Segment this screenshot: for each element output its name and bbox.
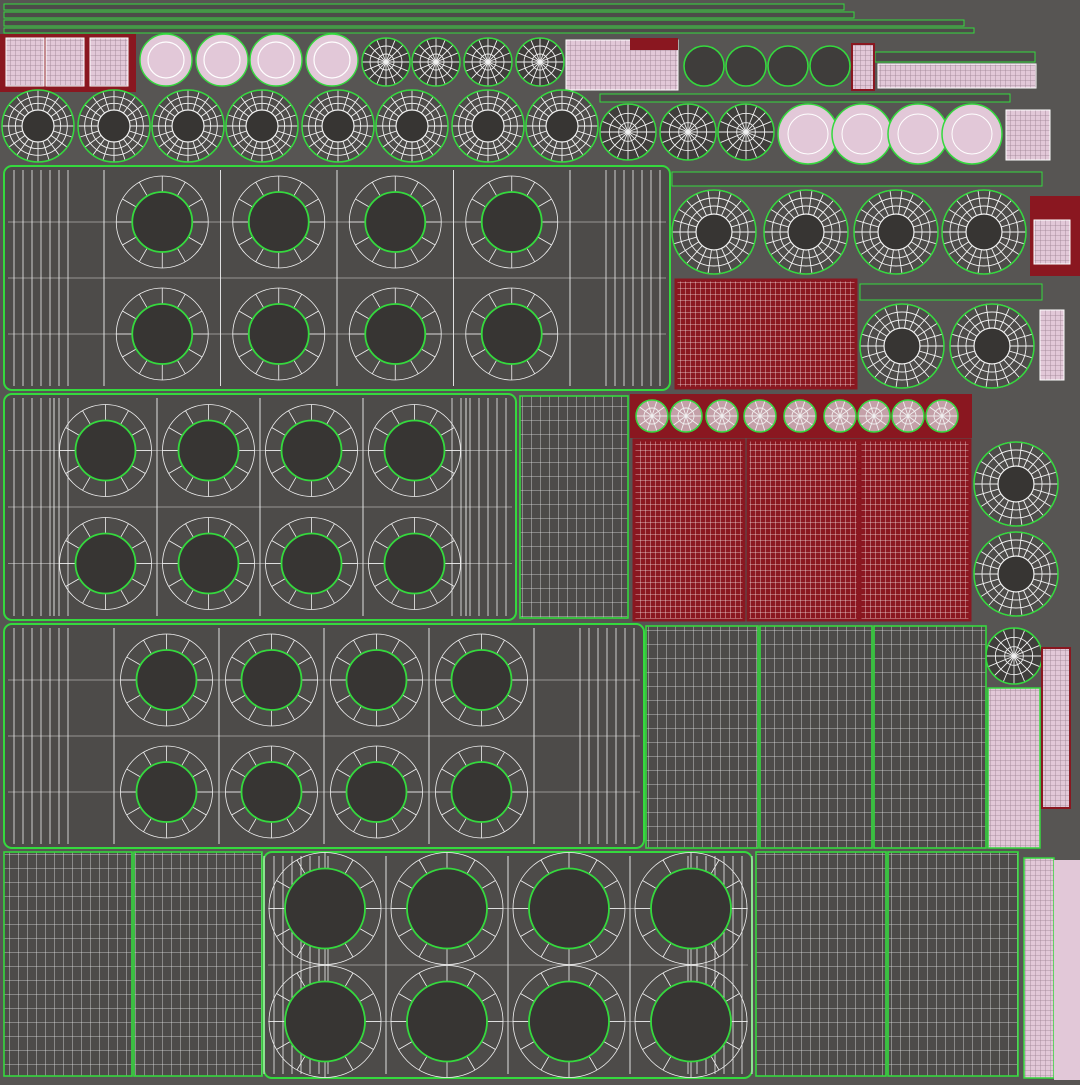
red-small-wheel (857, 399, 891, 433)
hole-panel-b (3, 393, 517, 621)
red-small-wheel (823, 399, 857, 433)
panel-hole (131, 191, 194, 253)
ring-wheel (973, 441, 1059, 527)
top-pink-rings (139, 33, 359, 87)
panel-hole (177, 419, 240, 482)
top-left-pink-islands (0, 34, 1037, 92)
ring-wheel (225, 89, 299, 163)
panel-hole (280, 419, 343, 482)
panel-hole (383, 419, 446, 482)
small-wheel (515, 37, 565, 87)
grid-island-2 (645, 625, 759, 849)
small-wheel (361, 37, 411, 87)
ring-wheel (151, 89, 225, 163)
panel-hole (135, 761, 198, 823)
ring-wheel (301, 89, 375, 163)
hole-panel-a (3, 165, 671, 391)
panel-hole (480, 191, 543, 253)
panel-hole (480, 303, 543, 365)
grid-island-6 (133, 851, 263, 1077)
ring-wheel (671, 189, 757, 275)
red-small-wheel (705, 399, 739, 433)
ring-wheel (525, 89, 599, 163)
panel-hole (247, 191, 310, 253)
flat-wheel (659, 103, 717, 161)
hole-panel-c (3, 623, 645, 849)
red-small-wheel (891, 399, 925, 433)
small-wheel (463, 37, 513, 87)
panel-hole (650, 867, 732, 950)
panel-hole (528, 867, 610, 950)
ring-wheel (1, 89, 75, 163)
panel-hole (364, 191, 427, 253)
panel-hole (450, 761, 513, 823)
top-small-wheels (361, 37, 851, 87)
red-small-wheel (669, 399, 703, 433)
panel-hole (284, 867, 366, 950)
top-seam-strips (3, 3, 1043, 301)
panel-hole (364, 303, 427, 365)
panel-hole (284, 980, 366, 1063)
grid-island-8 (887, 851, 1019, 1077)
row2-pink-wheels (777, 103, 1051, 165)
panel-hole (240, 649, 303, 711)
red-mesh-islands (630, 278, 972, 622)
ring-wheel (77, 89, 151, 163)
grid-island-4 (873, 625, 987, 849)
panel-hole (240, 761, 303, 823)
panel-hole (247, 303, 310, 365)
panel-hole (345, 761, 408, 823)
grid-island-3 (759, 625, 873, 849)
panel-hole (131, 303, 194, 365)
red-small-wheel (743, 399, 777, 433)
panel-hole (280, 532, 343, 595)
ring-wheel (375, 89, 449, 163)
panel-hole (345, 649, 408, 711)
panel-hole (135, 649, 198, 711)
right-edge-pink-islands (987, 196, 1080, 1080)
flat-wheel (985, 627, 1043, 685)
flat-wheel (717, 103, 775, 161)
ring-wheel (859, 303, 945, 389)
ring-wheel (451, 89, 525, 163)
red-small-wheel (635, 399, 669, 433)
ring-wheel (853, 189, 939, 275)
ring-wheel (949, 303, 1035, 389)
grid-island-7 (755, 851, 887, 1077)
panel-hole (74, 532, 137, 595)
red-small-wheel (783, 399, 817, 433)
ring-wheel (973, 531, 1059, 617)
red-small-wheel (925, 399, 959, 433)
grid-island-1 (519, 395, 629, 619)
panel-hole (450, 649, 513, 711)
panel-hole (528, 980, 610, 1063)
row2-ring-wheels (1, 89, 775, 163)
ring-wheel (763, 189, 849, 275)
panel-hole (74, 419, 137, 482)
panel-hole (650, 980, 732, 1063)
panel-hole (406, 980, 488, 1063)
panel-hole (406, 867, 488, 950)
grid-island-5 (3, 851, 133, 1077)
small-wheel (411, 37, 461, 87)
hole-panel-d (263, 851, 753, 1079)
flat-wheel (599, 103, 657, 161)
ring-wheel (941, 189, 1027, 275)
right-ring-wheels (671, 189, 1059, 685)
panel-hole (177, 532, 240, 595)
panel-hole (383, 532, 446, 595)
